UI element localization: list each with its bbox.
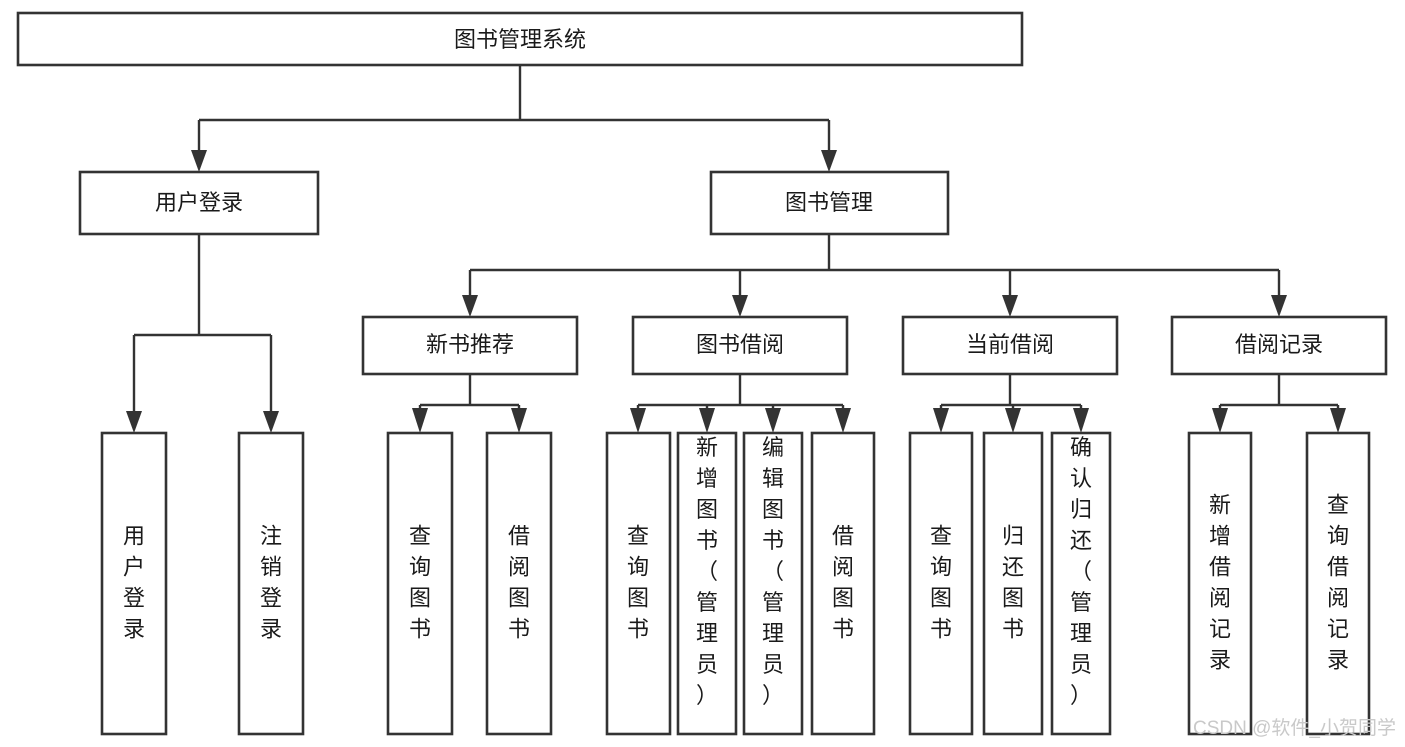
leaf-user-logout-label: 注销登录: [260, 524, 282, 642]
arrow-head-login: [191, 150, 207, 172]
leaf-node-record-query[interactable]: 查询借阅记录: [1305, 431, 1371, 736]
leaf-borrow-query-box[interactable]: [605, 431, 672, 736]
leaf-record-add-label: 新增借阅记录: [1209, 493, 1231, 673]
leaf-node-book-lend[interactable]: 借阅图书: [810, 431, 876, 736]
leaf-book-edit-admin-label: 编辑图书（管理员）: [762, 435, 784, 708]
leaf-newbook-borrow-box[interactable]: [485, 431, 553, 736]
leaf-newbook-query-label: 查询图书: [409, 524, 431, 642]
leaf-newbook-borrow-label: 借阅图书: [508, 524, 530, 642]
user-login-label: 用户登录: [155, 190, 243, 215]
book-borrow-label: 图书借阅: [696, 332, 784, 357]
arrow-head-current-return: [1005, 408, 1021, 433]
leaf-node-user-logout[interactable]: 注销登录: [237, 431, 305, 736]
arrow-head-new-book: [462, 295, 478, 317]
arrow-head-current-confirm: [1073, 408, 1089, 433]
leaf-record-query-label: 查询借阅记录: [1327, 493, 1349, 673]
arrow-head-record-add: [1212, 408, 1228, 433]
leaf-node-book-edit-admin[interactable]: 编辑图书（管理员）: [742, 431, 804, 736]
book-management-box[interactable]: [709, 170, 950, 236]
book-borrow-box[interactable]: [631, 315, 849, 376]
node-borrow-record[interactable]: 借阅记录: [1170, 315, 1388, 376]
leaf-newbook-query-box[interactable]: [386, 431, 454, 736]
arrow-head-record-query: [1330, 408, 1346, 433]
root-label: 图书管理系统: [454, 27, 586, 52]
arrow-head-manage: [821, 150, 837, 172]
borrow-record-box[interactable]: [1170, 315, 1388, 376]
node-current-borrow[interactable]: 当前借阅: [901, 315, 1119, 376]
arrow-head-current-borrow: [1002, 295, 1018, 317]
leaf-borrow-query-label: 查询图书: [627, 524, 649, 642]
leaf-return-book-label: 归还图书: [1002, 524, 1024, 642]
arrow-head-borrow-query: [630, 408, 646, 433]
current-borrow-label: 当前借阅: [966, 332, 1054, 357]
leaf-node-newbook-borrow[interactable]: 借阅图书: [485, 431, 553, 736]
leaf-user-login-box[interactable]: [100, 431, 168, 736]
arrow-head-user-login: [126, 411, 142, 433]
arrow-head-newbook-query: [412, 408, 428, 433]
leaf-nodes-layer: 用户登录 注销登录 查询图书 借阅图书 查询图书 新增图书（管理员） 编辑图书（…: [100, 431, 1371, 736]
leaf-user-logout-box[interactable]: [237, 431, 305, 736]
user-login-box[interactable]: [78, 170, 320, 236]
leaf-book-add-admin-label: 新增图书（管理员）: [696, 435, 718, 708]
leaf-node-return-book[interactable]: 归还图书: [982, 431, 1044, 736]
leaf-node-record-add[interactable]: 新增借阅记录: [1187, 431, 1253, 736]
node-root[interactable]: 图书管理系统: [16, 11, 1024, 67]
leaf-node-newbook-query[interactable]: 查询图书: [386, 431, 454, 736]
arrow-head-current-query: [933, 408, 949, 433]
leaf-node-user-login[interactable]: 用户登录: [100, 431, 168, 736]
leaf-book-add-admin-box[interactable]: [676, 431, 738, 736]
leaf-return-book-box[interactable]: [982, 431, 1044, 736]
leaf-node-book-add-admin[interactable]: 新增图书（管理员）: [676, 431, 738, 736]
leaf-node-borrow-query[interactable]: 查询图书: [605, 431, 672, 736]
leaf-record-query-box[interactable]: [1305, 431, 1371, 736]
csdn-watermark: CSDN @软件_小贺同学: [1193, 717, 1396, 739]
arrow-head-borrow-book: [732, 295, 748, 317]
leaf-node-current-query[interactable]: 查询图书: [908, 431, 974, 736]
new-book-recommend-box[interactable]: [361, 315, 579, 376]
node-book-borrow[interactable]: 图书借阅: [631, 315, 849, 376]
leaf-node-confirm-return-admin[interactable]: 确认归还（管理员）: [1050, 431, 1112, 736]
borrow-record-label: 借阅记录: [1235, 332, 1323, 357]
node-book-management[interactable]: 图书管理: [709, 170, 950, 236]
leaf-user-login-label: 用户登录: [123, 524, 145, 642]
leaf-current-query-box[interactable]: [908, 431, 974, 736]
arrow-head-borrow-edit: [765, 408, 781, 433]
leaf-record-add-box[interactable]: [1187, 431, 1253, 736]
leaf-current-query-label: 查询图书: [930, 524, 952, 642]
leaf-book-lend-label: 借阅图书: [832, 524, 854, 642]
leaf-book-edit-admin-box[interactable]: [742, 431, 804, 736]
arrow-head-borrow-lend: [835, 408, 851, 433]
leaf-confirm-return-admin-label: 确认归还（管理员）: [1070, 435, 1092, 708]
arrow-head-borrow-add: [699, 408, 715, 433]
arrow-head-user-logout: [263, 411, 279, 433]
book-management-label: 图书管理: [785, 190, 873, 215]
leaf-confirm-return-admin-box[interactable]: [1050, 431, 1112, 736]
current-borrow-box[interactable]: [901, 315, 1119, 376]
leaf-book-lend-box[interactable]: [810, 431, 876, 736]
node-new-book-recommend[interactable]: 新书推荐: [361, 315, 579, 376]
node-user-login[interactable]: 用户登录: [78, 170, 320, 236]
root-box[interactable]: [16, 11, 1024, 67]
arrow-head-newbook-borrow: [511, 408, 527, 433]
connector-layer: [126, 65, 1346, 433]
arrow-head-borrow-record: [1271, 295, 1287, 317]
new-book-recommend-label: 新书推荐: [426, 332, 514, 357]
